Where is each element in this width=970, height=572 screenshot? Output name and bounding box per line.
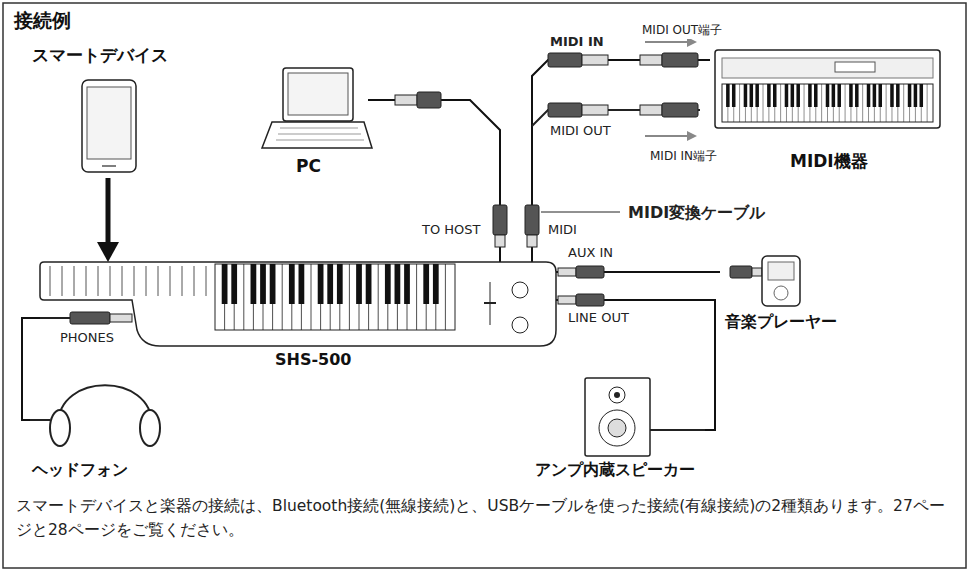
port-label: AUX IN — [566, 245, 615, 260]
device-node: MIDI機器 — [710, 40, 950, 178]
device-node: スマートデバイス — [28, 40, 188, 178]
port-label: PHONES — [58, 330, 116, 345]
device-node: PC — [258, 62, 368, 180]
music-player-drawing — [762, 256, 800, 306]
laptop-drawing — [262, 68, 372, 148]
device-label: ヘッドフォン — [32, 460, 128, 481]
device-label: SHS-500 — [275, 350, 351, 369]
usb-cable-plugs — [395, 92, 507, 247]
port-label: MIDI IN — [548, 34, 606, 49]
direction-arrow — [645, 135, 695, 137]
device-label: アンプ内蔵スピーカー — [535, 460, 695, 481]
arrow-connector — [106, 178, 111, 246]
device-label: PC — [296, 156, 321, 176]
caption-note: スマートデバイスと楽器の接続は、Bluetooth接続(無線接続)と、USBケー… — [16, 494, 952, 542]
device-label: 音楽プレーヤー — [725, 312, 837, 333]
port-label: MIDI変換ケーブル — [626, 203, 767, 224]
device-node: SHS-500 — [40, 262, 556, 372]
device-node: ヘッドフォン — [30, 380, 180, 483]
cable-connector — [368, 100, 500, 262]
keytar-drawing — [40, 262, 556, 346]
cable-connector — [22, 318, 40, 420]
leader-line — [541, 212, 620, 213]
midi-device-drawing — [715, 50, 940, 128]
port-label: MIDI IN端子 — [648, 148, 719, 165]
direction-arrow — [645, 41, 695, 43]
port-label: TO HOST — [420, 222, 483, 237]
device-label: スマートデバイス — [32, 44, 168, 67]
port-label: LINE OUT — [566, 310, 631, 325]
port-label: MIDI OUT端子 — [640, 22, 724, 39]
frame — [3, 3, 966, 568]
speaker-drawing — [585, 378, 650, 456]
device-node: 音楽プレーヤー — [720, 250, 855, 335]
diagram-title: 接続例 — [14, 8, 71, 34]
port-label: MIDI OUT — [548, 123, 613, 138]
tablet-drawing — [82, 80, 136, 172]
device-node: アンプ内蔵スピーカー — [530, 372, 705, 483]
port-label: MIDI — [546, 222, 579, 237]
phones-plug — [30, 312, 132, 420]
headphones-drawing — [50, 385, 160, 446]
device-label: MIDI機器 — [790, 150, 868, 173]
